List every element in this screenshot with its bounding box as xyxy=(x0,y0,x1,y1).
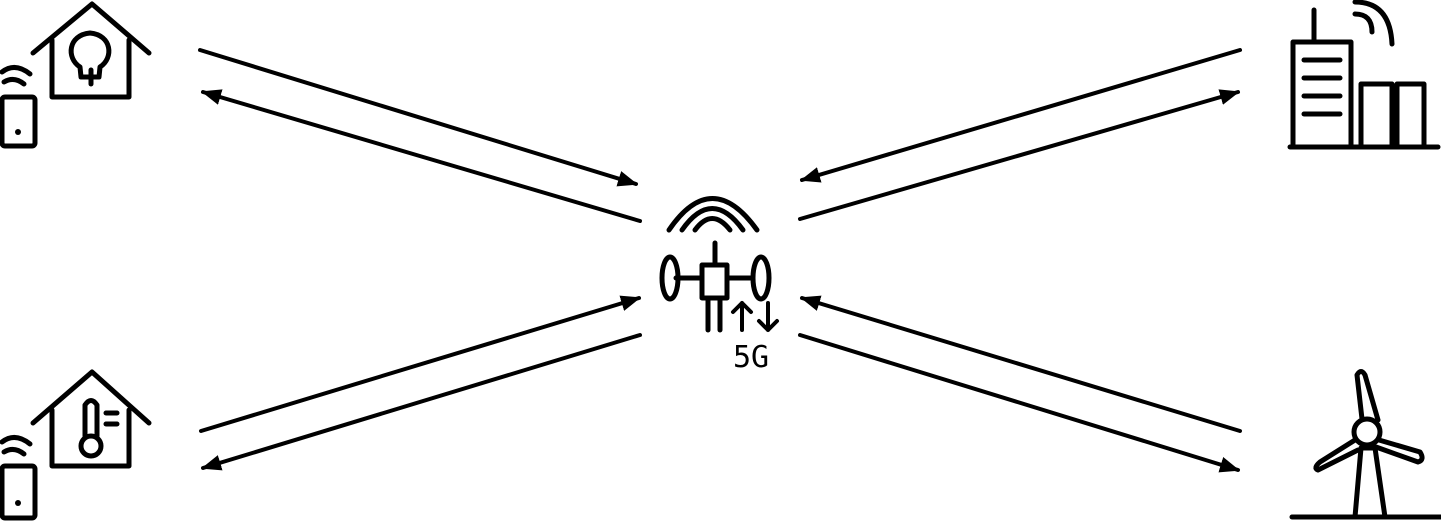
hub-5g-label: 5G xyxy=(733,340,769,375)
arrow-light-to-hub xyxy=(198,48,638,187)
connection-arrows xyxy=(198,48,1242,473)
smart-home-lightbulb-icon xyxy=(0,1,152,149)
arrow-turbine-to-hub xyxy=(800,295,1242,433)
arrow-hub-to-city xyxy=(798,89,1240,221)
arrow-thermostat-to-hub xyxy=(199,295,641,433)
arrow-hub-to-light xyxy=(201,89,642,223)
city-buildings-signal-icon xyxy=(1287,0,1441,150)
arrow-hub-to-thermostat xyxy=(201,333,642,471)
antenna-tower-icon xyxy=(659,196,779,333)
arrow-city-to-hub xyxy=(800,48,1242,183)
smart-home-thermometer-icon xyxy=(0,369,152,521)
wind-turbine-icon xyxy=(1289,369,1441,520)
arrow-hub-to-turbine xyxy=(798,333,1240,473)
